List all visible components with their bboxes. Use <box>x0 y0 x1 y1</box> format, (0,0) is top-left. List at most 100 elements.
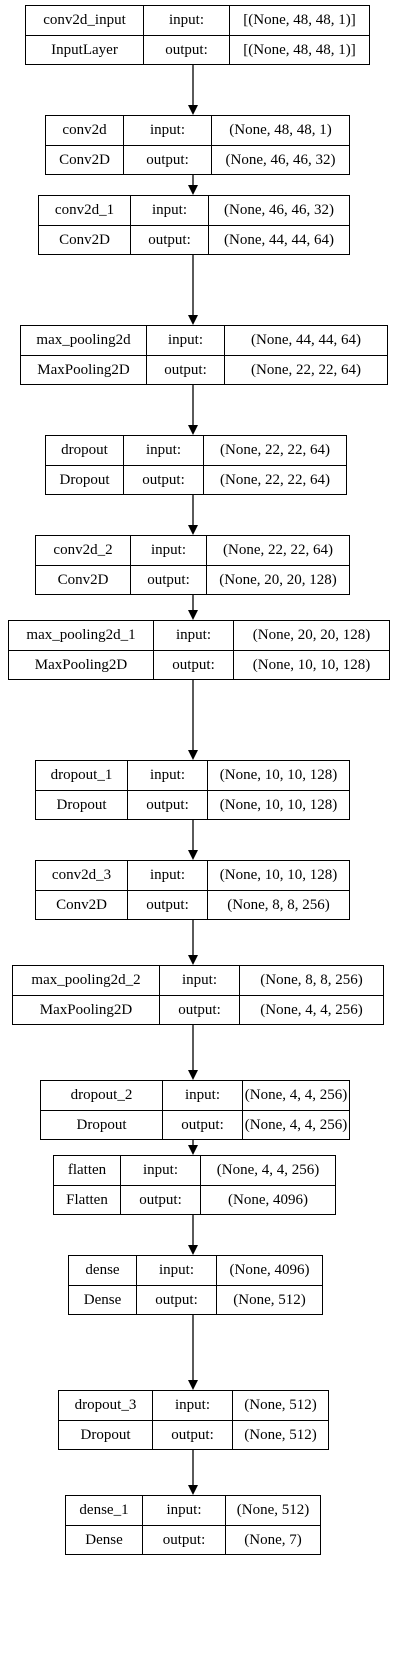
layer-type: Dropout <box>46 466 124 495</box>
layer-type: Dense <box>69 1286 137 1315</box>
output-shape: (None, 4, 4, 256) <box>244 1117 348 1133</box>
input-shape: (None, 22, 22, 64) <box>220 442 330 458</box>
output-label: output: <box>144 36 230 65</box>
layer-name: conv2d_input <box>26 6 144 35</box>
output-label: output: <box>147 356 225 385</box>
layer-name: max_pooling2d_2 <box>13 966 160 995</box>
input-shape: (None, 4096) <box>229 1262 310 1278</box>
input-shape: (None, 20, 20, 128) <box>252 627 371 643</box>
output-label: output: <box>131 226 209 255</box>
layer-name: max_pooling2d <box>21 326 147 355</box>
layer-type: Dropout <box>59 1421 153 1450</box>
input-shape: [(None, 48, 48, 1)] <box>243 12 356 28</box>
output-shape: (None, 4, 4, 256) <box>260 1002 363 1018</box>
output-label: output: <box>131 566 207 595</box>
layer-type: InputLayer <box>26 36 144 65</box>
output-shape: (None, 8, 8, 256) <box>227 897 330 913</box>
layer-name: flatten <box>54 1156 121 1185</box>
input-label: input: <box>137 1256 217 1285</box>
input-label: input: <box>153 1391 233 1420</box>
arrowhead <box>188 850 198 860</box>
input-label: input: <box>124 116 212 145</box>
layer-name: dense_1 <box>66 1496 143 1525</box>
input-label: input: <box>131 536 207 565</box>
arrowhead <box>188 105 198 115</box>
output-label: output: <box>121 1186 201 1215</box>
input-shape: (None, 4, 4, 256) <box>244 1087 348 1103</box>
layer-name: conv2d_3 <box>36 861 128 890</box>
arrowhead <box>188 425 198 435</box>
input-label: input: <box>154 621 234 650</box>
layer-type: Conv2D <box>39 226 131 255</box>
layer-name: dropout_2 <box>41 1081 163 1110</box>
output-label: output: <box>124 146 212 175</box>
output-shape: (None, 4096) <box>228 1192 308 1208</box>
output-label: output: <box>124 466 204 495</box>
layer-name: conv2d_2 <box>36 536 131 565</box>
output-shape: [(None, 48, 48, 1)] <box>243 42 356 58</box>
input-label: input: <box>147 326 225 355</box>
input-label: input: <box>163 1081 243 1110</box>
layer-name: max_pooling2d_1 <box>9 621 154 650</box>
output-label: output: <box>137 1286 217 1315</box>
layer-name: dropout_1 <box>36 761 128 790</box>
output-shape: (None, 10, 10, 128) <box>219 797 338 813</box>
input-label: input: <box>131 196 209 225</box>
input-label: input: <box>121 1156 201 1185</box>
input-label: input: <box>128 761 208 790</box>
input-shape: (None, 48, 48, 1) <box>229 122 332 138</box>
output-shape: (None, 22, 22, 64) <box>220 472 330 488</box>
layer-type: MaxPooling2D <box>13 996 160 1025</box>
input-shape: (None, 4, 4, 256) <box>216 1162 320 1178</box>
layer-type: Flatten <box>54 1186 121 1215</box>
layer-type: Conv2D <box>46 146 124 175</box>
arrowhead <box>188 525 198 535</box>
layer-type: Dense <box>66 1526 143 1555</box>
output-shape: (None, 10, 10, 128) <box>252 657 371 673</box>
arrowhead <box>188 1380 198 1390</box>
arrowhead <box>188 315 198 325</box>
output-shape: (None, 512) <box>233 1292 306 1308</box>
input-label: input: <box>124 436 204 465</box>
layer-type: Conv2D <box>36 566 131 595</box>
layer-type: Dropout <box>36 791 128 820</box>
layer-type: MaxPooling2D <box>21 356 147 385</box>
output-label: output: <box>128 891 208 920</box>
arrowhead <box>188 1145 198 1155</box>
arrowhead <box>188 610 198 620</box>
arrowhead <box>188 1245 198 1255</box>
input-label: input: <box>128 861 208 890</box>
arrowhead <box>188 1070 198 1080</box>
output-shape: (None, 46, 46, 32) <box>225 152 336 168</box>
layer-name: dense <box>69 1256 137 1285</box>
